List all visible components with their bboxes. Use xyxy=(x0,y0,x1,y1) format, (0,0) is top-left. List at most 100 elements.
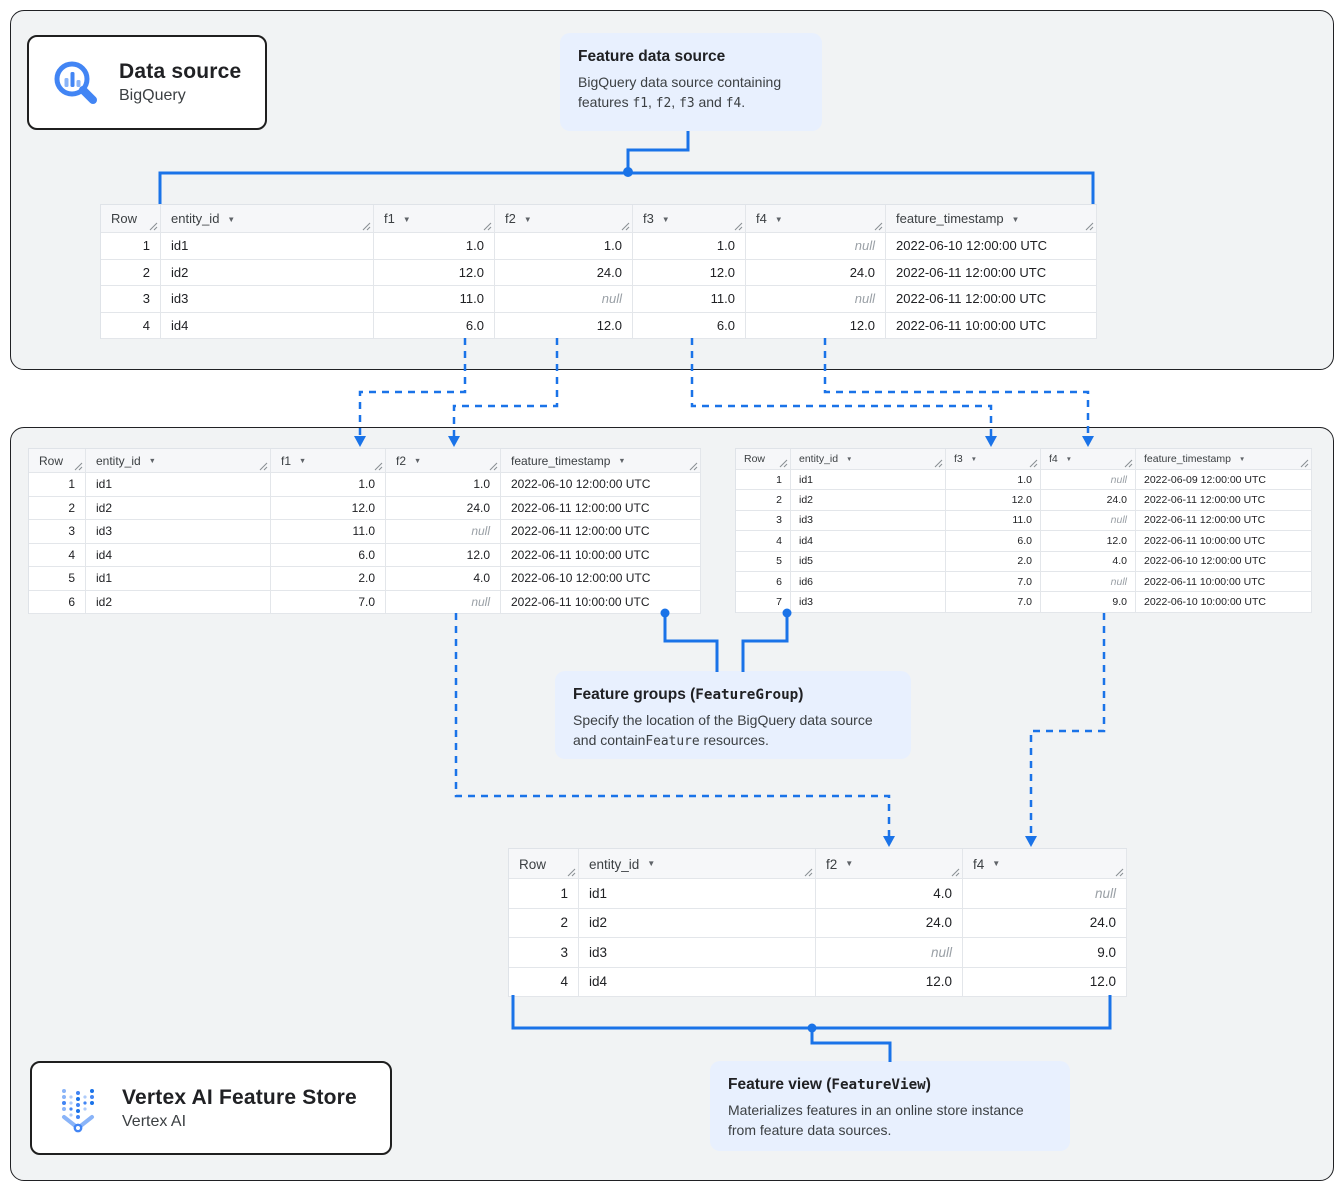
column-resize-icon[interactable] xyxy=(734,222,743,231)
column-dropdown-icon[interactable]: ▼ xyxy=(846,455,853,463)
column-resize-icon[interactable] xyxy=(804,868,813,877)
column-dropdown-icon[interactable]: ▼ xyxy=(774,214,783,224)
column-header-f3[interactable]: f3 ▼ xyxy=(946,449,1041,470)
column-resize-icon[interactable] xyxy=(483,222,492,231)
column-resize-icon[interactable] xyxy=(1115,868,1124,877)
cell: 1.0 xyxy=(495,233,633,260)
row-number-cell: 4 xyxy=(509,967,579,997)
column-dropdown-icon[interactable]: ▼ xyxy=(523,214,532,224)
column-header-f4[interactable]: f4▼ xyxy=(963,849,1127,879)
column-resize-icon[interactable] xyxy=(1300,459,1309,468)
column-resize-icon[interactable] xyxy=(1124,459,1133,468)
cell: 7.0 xyxy=(946,592,1041,613)
column-resize-icon[interactable] xyxy=(689,462,698,471)
cell: 6.0 xyxy=(633,312,746,339)
column-dropdown-icon[interactable]: ▼ xyxy=(661,214,670,224)
column-header-f2[interactable]: f2▼ xyxy=(386,449,501,473)
column-header-entity_id[interactable]: entity_id▼ xyxy=(161,205,374,233)
column-header-Row[interactable]: Row xyxy=(736,449,791,470)
column-dropdown-icon[interactable]: ▼ xyxy=(1065,455,1072,463)
row-number-cell: 1 xyxy=(101,233,161,260)
column-header-f4[interactable]: f4▼ xyxy=(746,205,886,233)
column-header-entity_id[interactable]: entity_id ▼ xyxy=(791,449,946,470)
column-header-f1[interactable]: f1▼ xyxy=(271,449,386,473)
column-dropdown-icon[interactable]: ▼ xyxy=(402,214,411,224)
text-segment: , xyxy=(671,93,680,110)
column-dropdown-icon[interactable]: ▼ xyxy=(1011,214,1020,224)
column-header-feature_timestamp[interactable]: feature_timestamp ▼ xyxy=(501,449,701,473)
row-number-cell: 6 xyxy=(736,571,791,593)
column-resize-icon[interactable] xyxy=(779,459,788,468)
column-header-Row[interactable]: Row xyxy=(101,205,161,233)
column-header-entity_id[interactable]: entity_id▼ xyxy=(579,849,816,879)
cell-null: null xyxy=(746,286,886,313)
column-dropdown-icon[interactable]: ▼ xyxy=(845,859,854,869)
text-segment: Materializes features in an online store… xyxy=(728,1102,1024,1138)
column-resize-icon[interactable] xyxy=(874,222,883,231)
column-header-f2[interactable]: f2 ▼ xyxy=(495,205,633,233)
column-resize-icon[interactable] xyxy=(259,462,268,471)
column-resize-icon[interactable] xyxy=(362,222,371,231)
column-header-f3[interactable]: f3▼ xyxy=(633,205,746,233)
column-dropdown-icon[interactable]: ▼ xyxy=(618,456,626,466)
column-dropdown-icon[interactable]: ▼ xyxy=(970,455,977,463)
column-dropdown-icon[interactable]: ▼ xyxy=(227,214,236,224)
cell: 11.0 xyxy=(946,510,1041,532)
column-resize-icon[interactable] xyxy=(567,868,576,877)
column-header-Row[interactable]: Row xyxy=(29,449,86,473)
column-dropdown-icon[interactable]: ▼ xyxy=(148,456,156,466)
column-label: entity_id xyxy=(96,453,141,468)
column-header-Row[interactable]: Row xyxy=(509,849,579,879)
cell: id4 xyxy=(579,967,816,997)
column-dropdown-icon[interactable]: ▼ xyxy=(647,859,656,869)
column-dropdown-icon[interactable]: ▼ xyxy=(299,456,307,466)
column-header-feature_timestamp[interactable]: feature_timestamp▼ xyxy=(886,205,1097,233)
cell: 2022-06-10 12:00:00 UTC xyxy=(886,233,1097,260)
column-header-f4[interactable]: f4 ▼ xyxy=(1041,449,1136,470)
column-resize-icon[interactable] xyxy=(489,462,498,471)
row-number-cell: 2 xyxy=(29,496,86,520)
column-dropdown-icon[interactable]: ▼ xyxy=(414,456,422,466)
row-number-cell: 5 xyxy=(29,567,86,591)
callout-title: Feature groups (FeatureGroup) xyxy=(573,686,893,704)
cell: 24.0 xyxy=(495,259,633,286)
column-resize-icon[interactable] xyxy=(934,459,943,468)
cell: id1 xyxy=(86,473,271,497)
cell: 7.0 xyxy=(271,590,386,614)
column-resize-icon[interactable] xyxy=(951,868,960,877)
row-number-cell: 6 xyxy=(29,590,86,614)
column-label: f2 xyxy=(505,211,516,227)
column-resize-icon[interactable] xyxy=(149,222,158,231)
column-label: entity_id xyxy=(799,453,839,466)
callout-title: Feature data source xyxy=(578,48,804,66)
column-header-f1[interactable]: f1 ▼ xyxy=(374,205,495,233)
cell: 6.0 xyxy=(271,543,386,567)
row-number-cell: 5 xyxy=(736,551,791,572)
column-label: f4 xyxy=(1049,453,1058,466)
column-resize-icon[interactable] xyxy=(621,222,630,231)
column-label: f3 xyxy=(954,453,963,466)
callout-body: Specify the location of the BigQuery dat… xyxy=(573,711,893,751)
column-header-f2[interactable]: f2▼ xyxy=(816,849,963,879)
column-label: f1 xyxy=(384,211,395,227)
column-resize-icon[interactable] xyxy=(1085,222,1094,231)
column-header-feature_timestamp[interactable]: feature_timestamp▼ xyxy=(1136,449,1312,470)
cell: 1.0 xyxy=(946,470,1041,491)
data-source-badge: Data source BigQuery xyxy=(27,35,267,130)
column-resize-icon[interactable] xyxy=(74,462,83,471)
column-dropdown-icon[interactable]: ▼ xyxy=(1238,455,1246,463)
cell-null: null xyxy=(495,286,633,313)
column-resize-icon[interactable] xyxy=(374,462,383,471)
column-resize-icon[interactable] xyxy=(1029,459,1038,468)
column-dropdown-icon[interactable]: ▼ xyxy=(992,859,1001,869)
column-label: feature_timestamp xyxy=(511,453,611,468)
column-header-entity_id[interactable]: entity_id ▼ xyxy=(86,449,271,473)
text-segment: BigQuery data source containing features xyxy=(578,74,782,110)
